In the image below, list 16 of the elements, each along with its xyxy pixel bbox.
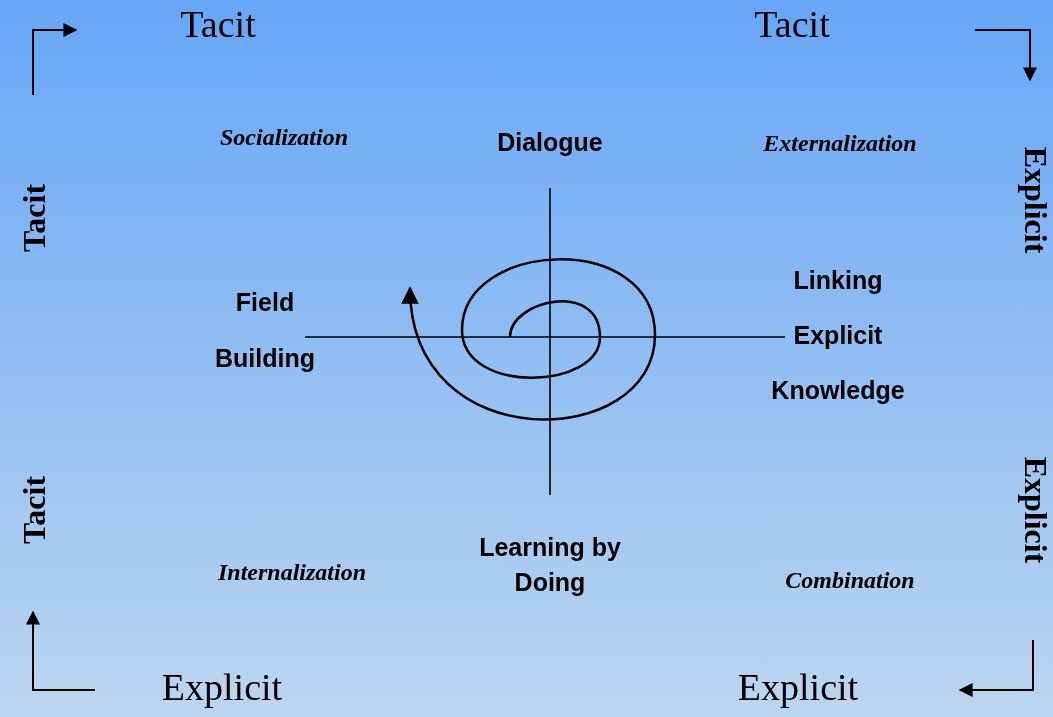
axis-label: Tacit	[17, 475, 53, 545]
quadrant-label: Internalization	[217, 558, 367, 586]
axis-label: Explicit	[161, 667, 283, 709]
axis-label: Tacit	[180, 4, 256, 46]
process-label: Field Building	[214, 287, 316, 374]
axis-label: Explicit	[737, 667, 859, 709]
process-label: Learning by Doing	[478, 532, 622, 598]
process-label: Linking Explicit Knowledge	[770, 264, 906, 406]
quadrant-label: Socialization	[220, 123, 348, 151]
axis-label: Tacit	[17, 183, 53, 253]
axis-label: Explicit	[1017, 146, 1053, 254]
quadrant-label: Externalization	[763, 129, 917, 157]
axis-label: Explicit	[1017, 456, 1053, 564]
axis-label: Tacit	[754, 4, 830, 46]
quadrant-label: Combination	[785, 566, 915, 594]
process-label: Dialogue	[497, 129, 603, 157]
